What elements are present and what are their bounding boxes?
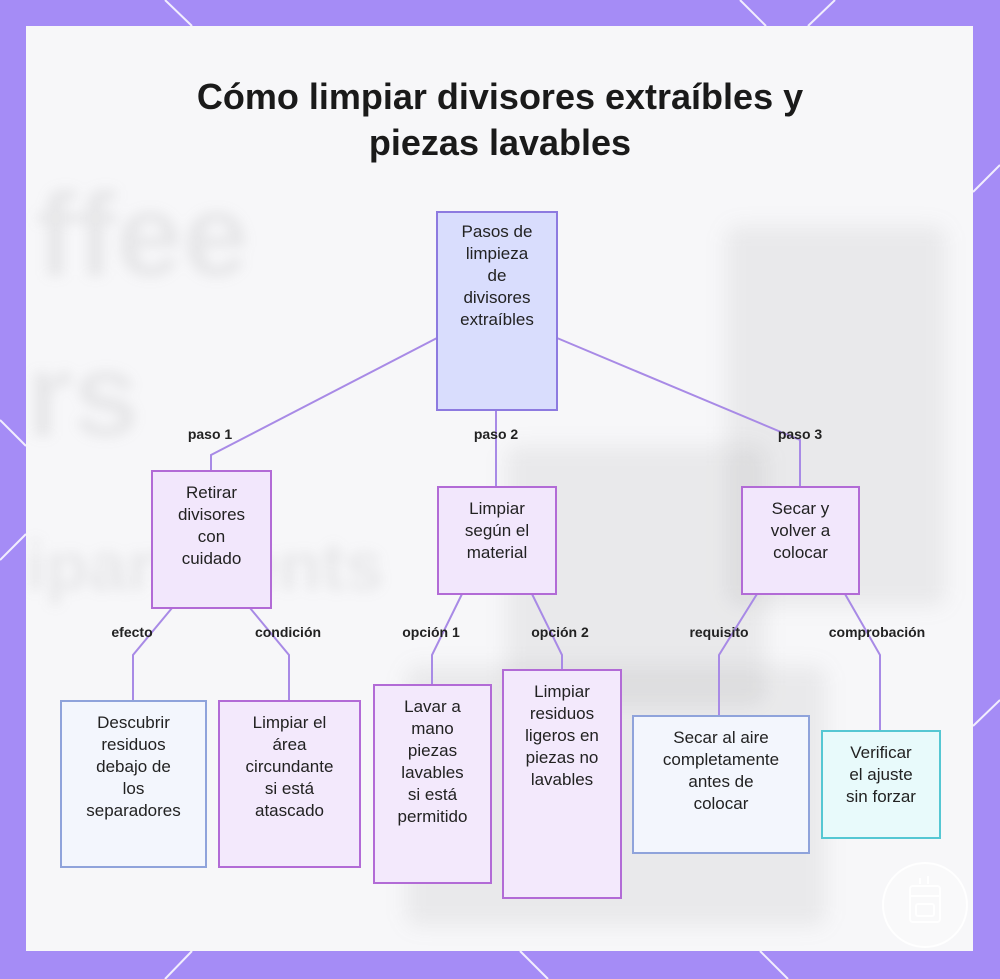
node-text: Verificar <box>850 743 912 762</box>
node-text: Secar al aire <box>673 728 769 747</box>
node-text: Limpiar el <box>252 713 327 732</box>
leaf-node-5: Secar al aire completamente antes de col… <box>632 715 810 854</box>
background-decoration: ffee <box>36 168 250 302</box>
node-text: lavables <box>401 763 464 782</box>
edge-label-requisito: requisito <box>689 624 749 640</box>
node-text: Secar y <box>771 499 830 518</box>
title-line: Cómo limpiar divisores extraíbles y <box>196 76 804 117</box>
node-text: separadores <box>86 801 181 820</box>
edge-root-step3 <box>556 337 801 487</box>
step-node-2: Limpiar según el material <box>437 486 557 595</box>
root-node: Pasos de limpieza de divisores extraíble… <box>436 211 558 411</box>
node-text: con <box>197 527 226 546</box>
step-node-3: Secar y volver a colocar <box>741 486 860 595</box>
leaf-node-1: Descubrir residuos debajo de los separad… <box>60 700 207 868</box>
node-text: Limpiar <box>534 682 590 701</box>
node-text: limpieza <box>465 244 529 263</box>
node-text: lavables <box>530 770 594 789</box>
node-text: debajo de <box>96 757 171 776</box>
node-text: material <box>466 543 528 562</box>
node-text: Limpiar <box>469 499 525 518</box>
node-text: divisores <box>463 288 531 307</box>
leaf-node-6: Verificar el ajuste sin forzar <box>821 730 941 839</box>
edge-step1-leaf1 <box>132 607 173 701</box>
edge-step2-leaf3 <box>431 593 463 685</box>
edge-label-paso-1: paso 1 <box>187 426 233 442</box>
node-text: cuidado <box>181 549 242 568</box>
page-title: Cómo limpiar divisores extraíbles y piez… <box>0 74 1000 166</box>
node-text: Descubrir <box>97 713 170 732</box>
node-text: sin forzar <box>846 787 916 806</box>
edge-label-comprobacion: comprobación <box>828 624 926 640</box>
edge-step3-leaf6 <box>844 593 881 731</box>
node-text: Retirar <box>185 483 237 502</box>
edge-step2-leaf4 <box>531 593 563 670</box>
node-text: de <box>487 266 507 285</box>
node-text: mano <box>411 719 454 738</box>
node-text: extraíbles <box>460 310 534 329</box>
edge-step1-leaf2 <box>249 607 290 701</box>
node-text: si está <box>264 779 315 798</box>
node-text: atascado <box>254 801 324 820</box>
node-text: si está <box>407 785 458 804</box>
node-text: Pasos de <box>461 222 533 241</box>
node-text: colocar <box>773 543 828 562</box>
edge-label-condicion: condición <box>254 624 322 640</box>
node-text: área <box>272 735 307 754</box>
node-text: piezas no <box>525 748 599 767</box>
edge-label-opcion-1: opción 1 <box>402 624 460 640</box>
node-text: circundante <box>245 757 334 776</box>
leaf-node-2: Limpiar el área circundante si está atas… <box>218 700 361 868</box>
leaf-node-3: Lavar a mano piezas lavables si está per… <box>373 684 492 884</box>
node-text: el ajuste <box>849 765 913 784</box>
node-text: residuos <box>101 735 166 754</box>
node-text: Lavar a <box>404 697 461 716</box>
step-node-1: Retirar divisores con cuidado <box>151 470 272 609</box>
coffee-maker-logo-icon <box>882 862 968 948</box>
node-text: antes de <box>688 772 754 791</box>
node-text: residuos <box>529 704 595 723</box>
node-text: colocar <box>693 794 749 813</box>
node-text: volver a <box>770 521 831 540</box>
node-text: ligeros en <box>525 726 599 745</box>
node-text: los <box>122 779 145 798</box>
background-decoration: rs <box>26 328 140 462</box>
title-line: piezas lavables <box>368 122 632 163</box>
edge-label-opcion-2: opción 2 <box>531 624 589 640</box>
edge-label-efecto: efecto <box>111 624 153 640</box>
node-text: divisores <box>177 505 246 524</box>
edge-label-paso-2: paso 2 <box>473 426 519 442</box>
node-text: completamente <box>662 750 780 769</box>
leaf-node-4: Limpiar residuos ligeros en piezas no la… <box>502 669 622 899</box>
edge-label-paso-3: paso 3 <box>777 426 823 442</box>
edge-step3-leaf5 <box>718 593 758 716</box>
edge-root-step1 <box>210 337 438 471</box>
node-text: permitido <box>397 807 468 826</box>
node-text: según el <box>464 521 530 540</box>
node-text: piezas <box>407 741 458 760</box>
